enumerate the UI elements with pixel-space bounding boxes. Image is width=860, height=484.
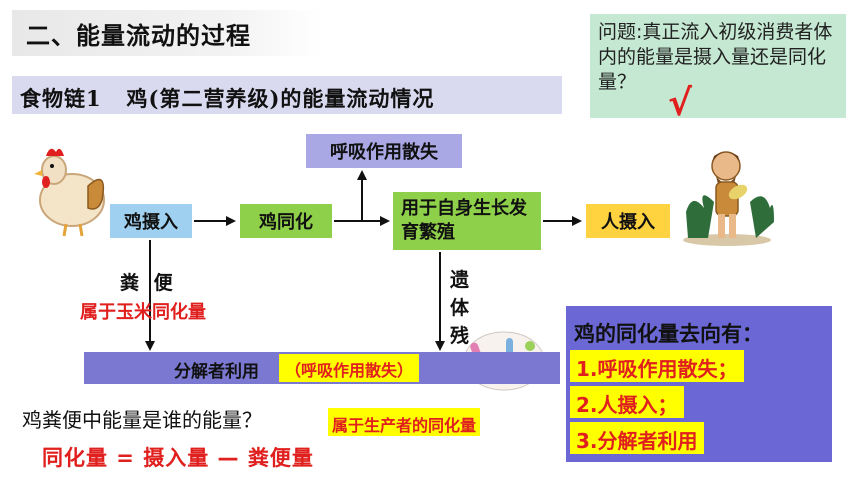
- decomposer-label: 分解者利用: [174, 362, 259, 382]
- chicken-intake-node: 鸡摄入: [110, 204, 192, 238]
- destination-item: 1.呼吸作用散失；: [570, 350, 744, 382]
- subtitle: 食物链1 鸡(第二营养级)的能量流动情况: [20, 86, 435, 111]
- feces-label: 粪 便: [120, 272, 177, 294]
- destinations-title: 鸡的同化量去向有：: [574, 322, 763, 346]
- chicken-assimilation-node: 鸡同化: [240, 204, 332, 238]
- destination-item: 2.人摄入；: [570, 386, 684, 418]
- checkmark-icon: √: [668, 83, 693, 124]
- question2-answer: 属于生产者的同化量: [328, 408, 481, 436]
- question-box: 问题:真正流入初级消费者体内的能量是摄入量还是同化量？: [590, 14, 846, 118]
- question2: 鸡粪便中能量是谁的能量？: [22, 408, 262, 432]
- destination-item: 3.分解者利用: [570, 422, 704, 454]
- subtitle-bar: [12, 76, 562, 114]
- formula: 同化量 = 摄入量 — 粪便量: [42, 446, 314, 470]
- respiration-loss-node: 呼吸作用散失: [306, 134, 462, 168]
- feces-note: 属于玉米同化量: [80, 302, 206, 323]
- chicken-icon: [34, 148, 105, 237]
- human-intake-node: 人摄入: [586, 204, 670, 238]
- page-title: 二、能量流动的过程: [26, 22, 251, 50]
- title-bar: [12, 10, 322, 56]
- person-icon: [683, 151, 774, 246]
- decomposer-highlight: （呼吸作用散失）: [279, 354, 420, 382]
- growth-reproduction-node: 用于自身生长发育繁殖: [393, 192, 541, 250]
